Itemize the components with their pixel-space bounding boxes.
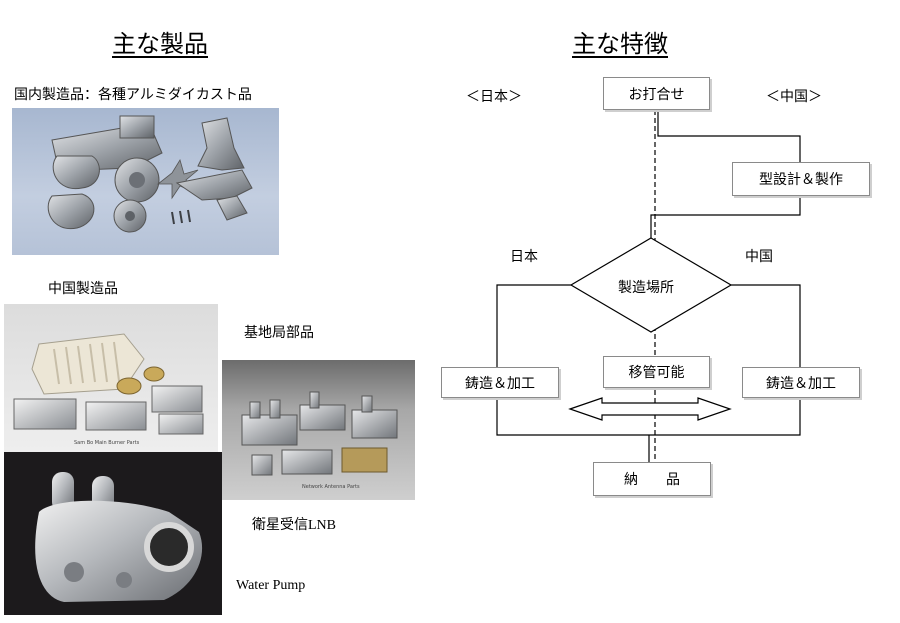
decision-diamond: [569, 237, 733, 333]
water-pump-photo: [4, 452, 222, 615]
path-branch-japan: [496, 284, 571, 367]
path-meeting-to-mold: [657, 110, 801, 162]
transfer-possible-box: 移管可能: [603, 356, 710, 388]
cast-machining-china-box: 鋳造＆加工: [742, 367, 860, 398]
china-products-photo: Sam Bo Main Burner Parts: [4, 304, 218, 452]
transfer-double-arrow: [568, 397, 732, 421]
svg-text:Sam Bo Main Burner Parts: Sam Bo Main Burner Parts: [74, 440, 140, 446]
water-pump-label: Water Pump: [236, 578, 306, 593]
satellite-lnb-label: 衛星受信LNB: [252, 518, 336, 533]
base-station-photo: Network Antenna Parts: [222, 360, 415, 500]
products-title: 主な製品: [112, 30, 208, 58]
side-japan-label: ＜日本＞: [466, 89, 522, 105]
features-title: 主な特徴: [572, 30, 668, 58]
domestic-products-label: 国内製造品：各種アルミダイカスト品: [14, 87, 252, 103]
delivery-box: 納 品: [593, 462, 711, 496]
domestic-products-photo: [12, 108, 279, 255]
branch-japan-label: 日本: [510, 249, 538, 265]
branch-china-label: 中国: [745, 249, 773, 265]
china-products-label: 中国製造品: [48, 281, 118, 297]
mold-design-box: 型設計＆製作: [732, 162, 870, 196]
cast-machining-japan-box: 鋳造＆加工: [441, 367, 559, 398]
decision-label: 製造場所: [618, 280, 674, 296]
path-branch-china: [731, 284, 801, 367]
path-mold-to-decision: [650, 196, 801, 238]
side-china-label: ＜中国＞: [766, 89, 822, 105]
svg-text:Network Antenna Parts: Network Antenna Parts: [302, 484, 360, 490]
meeting-box: お打合せ: [603, 77, 710, 110]
base-station-label: 基地局部品: [244, 325, 314, 341]
